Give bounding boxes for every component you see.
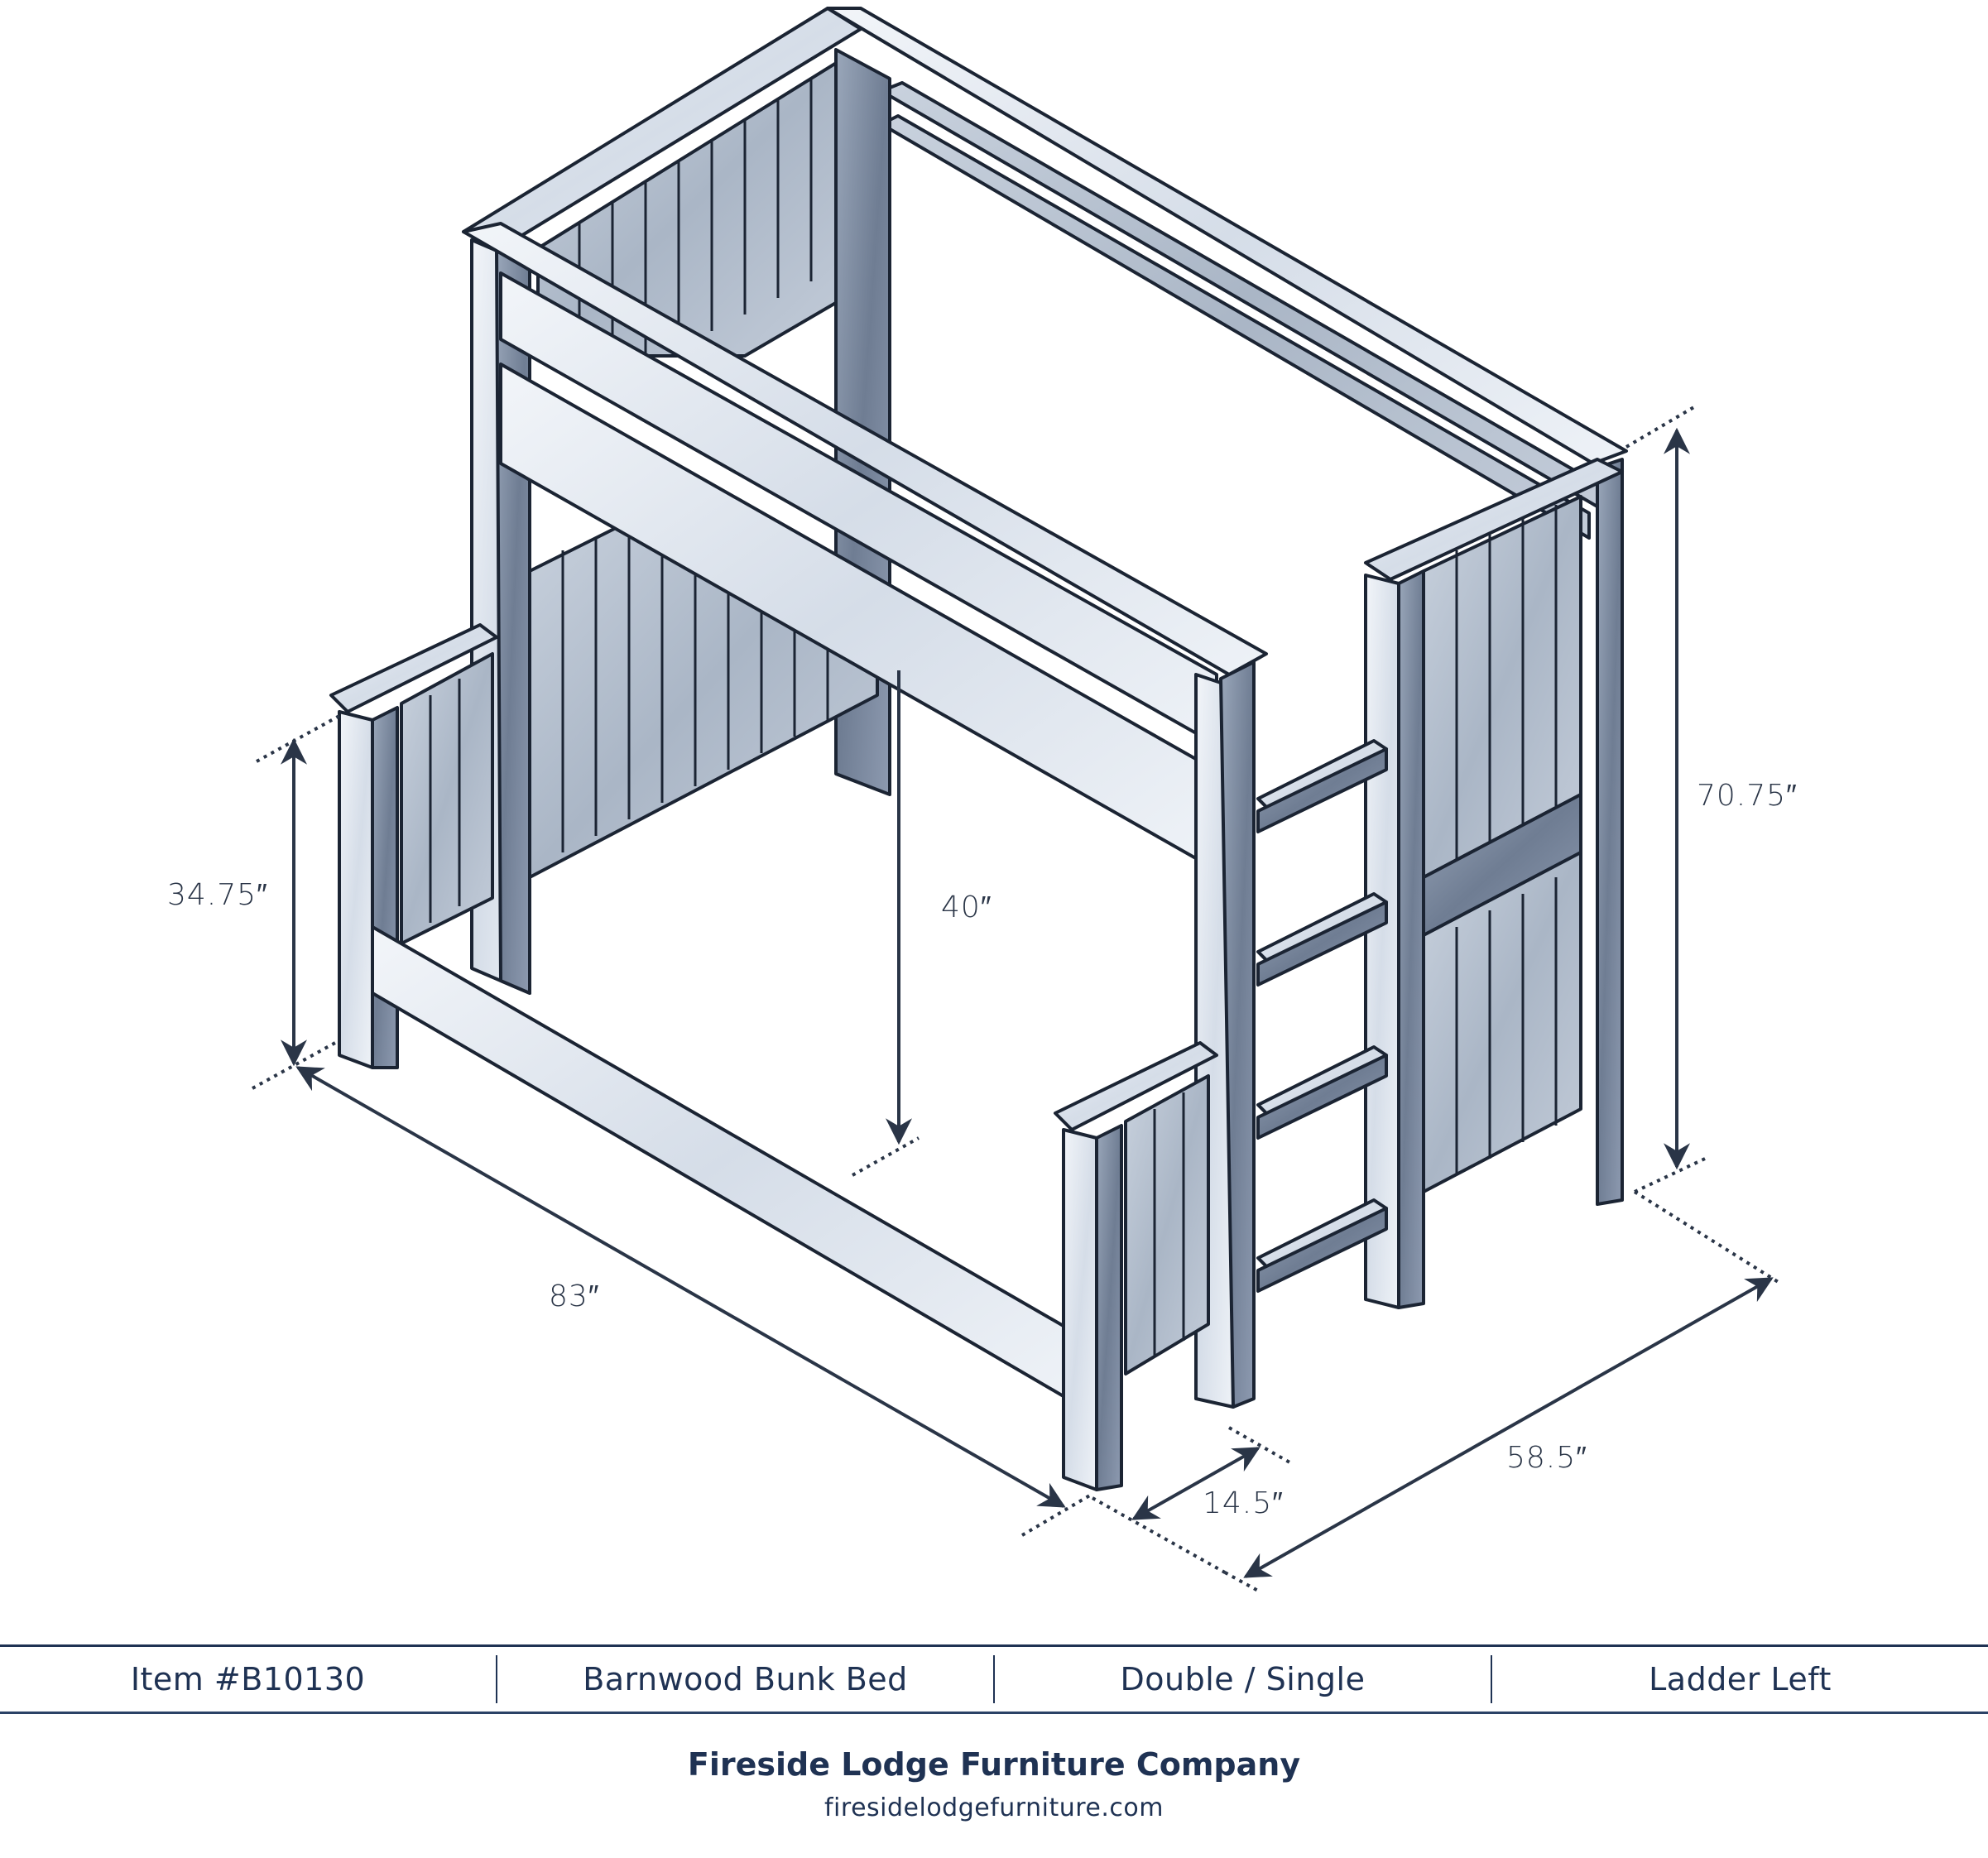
right-ladder-end [1364, 458, 1624, 1309]
dim-overall-length-label: 83″ [549, 1279, 600, 1313]
dim-overall-width-label: 58.5″ [1506, 1441, 1587, 1475]
dimension-lines [252, 404, 1781, 1592]
dim-ladder-depth-label: 14.5″ [1203, 1486, 1284, 1520]
item-number: Item #B10130 [130, 1661, 366, 1697]
dim-bottom-clearance-label: 40″ [941, 891, 992, 924]
dim-overall-height-label: 70.75″ [1697, 779, 1798, 813]
spec-bar: Item #B10130 Barnwood Bunk Bed Double / … [0, 1644, 1988, 1714]
bottom-front-long-rail [371, 925, 1069, 1400]
bunk-bed-drawing [252, 7, 1781, 1592]
company-name: Fireside Lodge Furniture Company [687, 1746, 1301, 1783]
spec-divider [993, 1655, 995, 1703]
product-name: Barnwood Bunk Bed [583, 1661, 908, 1697]
top-back-long-rail [826, 7, 1628, 540]
ladder-rungs [1256, 739, 1388, 1293]
dim-ladder-depth-line [1131, 1447, 1261, 1520]
dim-overall-width-line [1243, 1277, 1774, 1578]
dim-footboard-height-label: 34.75″ [167, 878, 268, 912]
spec-divider [1491, 1655, 1492, 1703]
dim-overall-length-line [295, 1066, 1066, 1508]
back-right-post [1596, 458, 1624, 1206]
website-link[interactable]: firesidelodgefurniture.com [824, 1793, 1164, 1822]
ladder-position: Ladder Left [1649, 1661, 1832, 1697]
bottom-right-footboard [1054, 1041, 1218, 1491]
spec-divider [496, 1655, 497, 1703]
top-front-long-rail [462, 222, 1268, 862]
bed-configuration: Double / Single [1120, 1661, 1366, 1697]
